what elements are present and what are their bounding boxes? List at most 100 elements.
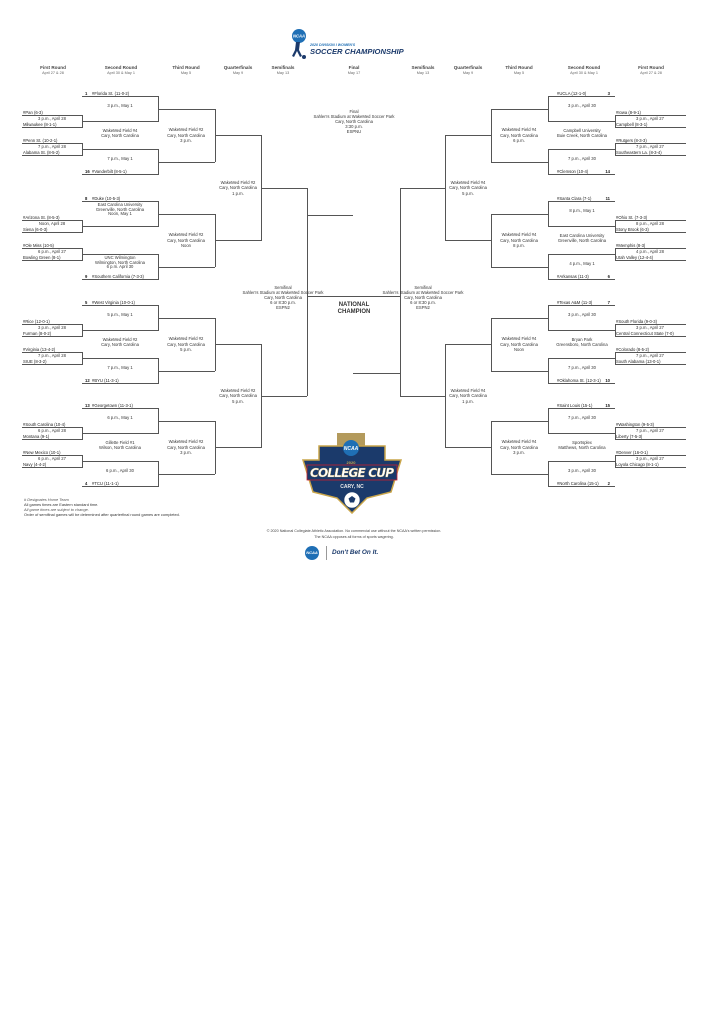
- first-round-team: Furman (8-0-2): [23, 330, 52, 336]
- bracket-line: [548, 305, 615, 306]
- bracket-line: [615, 232, 686, 233]
- round-header-date: May 13: [416, 71, 430, 75]
- seed-number: 16: [85, 168, 90, 174]
- logo-title: SOCCER CHAMPIONSHIP: [310, 47, 405, 56]
- bracket-line: [491, 108, 492, 163]
- ncaa-badge-icon: [343, 440, 359, 456]
- bracket-line: [22, 143, 82, 144]
- bracket-line: [548, 408, 549, 434]
- first-round-team: Siena (6-0-3): [23, 226, 48, 232]
- bracket-line: [548, 254, 615, 255]
- second-round-info: 3 p.m., April 30: [568, 103, 596, 108]
- bracket-line: [491, 420, 548, 422]
- first-round-time: 6 p.m., April 28: [38, 427, 66, 433]
- bracket-line: [400, 187, 445, 189]
- first-round-team: #Rutgers (8-3-3): [616, 137, 647, 143]
- copyright-notice: © 2020 National Collegiate Athletic Asso…: [266, 529, 442, 533]
- bracket-line: [615, 260, 686, 261]
- team-name: #Santa Clara (7-1): [557, 195, 592, 201]
- bracket-line: [548, 201, 549, 227]
- bracket-line: [158, 161, 215, 163]
- bracket-line: [215, 447, 261, 448]
- second-round-venue: WakeMed Field #2: [102, 337, 138, 342]
- final-info: ESPNU: [346, 129, 362, 134]
- final-info: 3:30 p.m.: [345, 124, 363, 129]
- round-header-date: April 30 & May 1: [107, 71, 135, 75]
- team-name: #UCLA (12-1-0): [557, 90, 587, 96]
- quarterfinal-venue: 1 p.m.: [232, 190, 244, 196]
- second-round-info: 3 p.m., April 30: [568, 312, 596, 317]
- first-round-team: SIUE (8-3-2): [23, 358, 47, 364]
- bracket-line: [615, 143, 616, 156]
- bracket-line: [615, 324, 616, 337]
- first-round-team: #Pan (6-3): [23, 109, 43, 115]
- semifinal-info: Sahlen's Stadium at WakeMed Soccer Park: [382, 290, 464, 295]
- bracket-line: [22, 427, 82, 428]
- team-name: #Oklahoma St. (12-3-1): [557, 377, 601, 383]
- team-name: #Florida St. (11-0-2): [92, 90, 130, 96]
- first-round-team: Navy (4-4-2): [23, 461, 47, 467]
- second-round-venue: Campbell University: [563, 128, 601, 133]
- quarterfinal-venue: 1 p.m.: [462, 398, 474, 404]
- bracket-line: [491, 266, 548, 268]
- second-round-info: 6 p.m. April 30: [106, 264, 134, 270]
- first-round-team: #South Florida (9-0-3): [616, 318, 657, 324]
- bracket-line: [82, 248, 83, 261]
- bracket-line: [82, 96, 158, 97]
- team-name: #Southern California (7-3-3): [92, 273, 144, 279]
- bracket-line: [548, 433, 615, 434]
- second-round-venue: East Carolina University: [559, 233, 605, 238]
- seed-number: 13: [85, 402, 90, 408]
- first-round-team: Montana (9-1): [23, 433, 50, 439]
- footnote: # Designates Home Team: [24, 497, 69, 502]
- bracket-line: [400, 395, 445, 397]
- first-round-team: #Memphis (8-3): [616, 242, 646, 248]
- bracket-line: [353, 373, 400, 374]
- semifinal-info: Semifinal: [414, 285, 432, 290]
- bracket-line: [491, 473, 548, 475]
- second-round-info: 7 p.m., April 30: [568, 415, 596, 420]
- bracket-line: [615, 427, 686, 428]
- semifinal-info: Sahlen's Stadium at WakeMed Soccer Park: [242, 290, 324, 295]
- first-round-team: #New Mexico (10-1): [23, 449, 61, 455]
- second-round-venue: Greenville, North Carolina: [557, 238, 607, 243]
- bracket-line: [261, 187, 307, 189]
- first-round-team: Southeastern La. (8-3-4): [616, 149, 662, 155]
- footnote: All games times are Eastern standard tim…: [24, 502, 99, 507]
- third-round-venue: WakeMed Field #4: [501, 127, 537, 132]
- bracket-line: [615, 248, 686, 249]
- third-round-venue: 5 p.m.: [180, 347, 192, 352]
- round-header-date: May 9: [462, 71, 474, 75]
- team-name: #Saint Louis (15-1): [557, 402, 593, 408]
- bracket-line: [158, 266, 215, 268]
- bracket-line: [491, 370, 548, 372]
- bracket-line: [491, 317, 548, 319]
- bracket-line: [82, 121, 158, 122]
- bracket-line: [615, 324, 686, 325]
- bracket-line: [548, 279, 615, 280]
- second-round-info: 7 p.m., May 1: [107, 156, 133, 161]
- seed-number: 5: [85, 299, 88, 305]
- bracket-line: [82, 433, 158, 434]
- logo-year: 2020: [347, 460, 357, 465]
- bracket-line: [615, 115, 616, 128]
- footer-divider: [326, 546, 327, 560]
- first-round-team: #Penn St. (10-2-1): [23, 137, 58, 143]
- bracket-line: [445, 135, 446, 241]
- first-round-team: #Washington (9-5-3): [616, 421, 655, 427]
- bracket-line: [215, 240, 261, 241]
- seed-number: 15: [605, 402, 610, 408]
- round-header-label: Quarterfinals: [453, 65, 483, 70]
- bracket-line: [615, 143, 686, 144]
- first-round-time: 7 p.m., April 27: [636, 143, 664, 149]
- bracket-line: [22, 248, 82, 249]
- bracket-line: [307, 215, 353, 216]
- bracket-line: [548, 201, 615, 202]
- bracket-line: [615, 467, 686, 468]
- bracket-line: [82, 427, 83, 440]
- bracket-line: [307, 296, 400, 297]
- bracket-line: [491, 317, 492, 372]
- bracket-line: [158, 473, 215, 475]
- team-name: #Arkansas (11-3): [557, 273, 589, 279]
- bracket-line: [82, 115, 83, 128]
